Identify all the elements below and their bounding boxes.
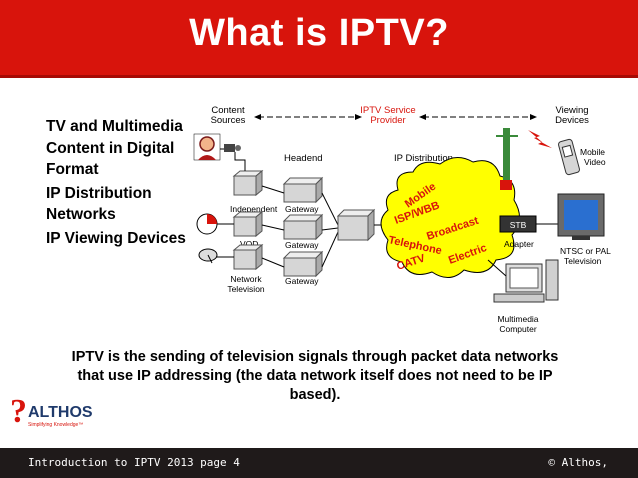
headend-router (336, 208, 376, 242)
footer-left-text: Introduction to IPTV 2013 page 4 (28, 456, 240, 469)
camera-icon (224, 144, 241, 152)
bullet-list: TV and Multimedia Content in Digital For… (46, 116, 186, 251)
title-bar: What is IPTV? (0, 0, 638, 78)
gateway-2 (282, 213, 324, 241)
footer-copyright: © Althos, (548, 456, 608, 469)
stb-box: STB (499, 215, 537, 233)
label-gateway-2: Gateway (285, 240, 319, 250)
label-headend: Headend (284, 153, 323, 164)
satellite-dish-icon (198, 248, 218, 264)
gateway-3 (282, 250, 324, 278)
label-gateway-3: Gateway (285, 276, 319, 286)
svg-text:?: ? (10, 393, 27, 430)
footer-bar: Introduction to IPTV 2013 page 4 © Altho… (0, 448, 638, 478)
person-icon (193, 133, 221, 161)
cell-tower-icon (496, 128, 518, 190)
bullet-viewing-devices: IP Viewing Devices (46, 229, 186, 247)
source-box-vod (232, 210, 264, 238)
althos-logo: ? ALTHOS Simplifying Knowledge™ (10, 393, 93, 430)
definition-paragraph: IPTV is the sending of television signal… (71, 349, 559, 403)
wireless-signal-icon (528, 130, 552, 148)
mobile-phone-icon (558, 138, 580, 176)
slide-title: What is IPTV? (189, 12, 449, 54)
network-cloud (380, 157, 520, 278)
bullet-content: TV and Multimedia Content in Digital For… (46, 118, 183, 178)
label-adapter: Adapter (504, 239, 534, 249)
clock-icon (196, 213, 218, 235)
logo-tagline: Simplifying Knowledge™ (28, 422, 83, 428)
source-box-network (232, 243, 264, 271)
computer-icon (493, 259, 559, 303)
gateway-1 (282, 176, 324, 204)
label-independent: Independent (230, 204, 278, 214)
label-stb: STB (510, 220, 527, 230)
label-vod: VOD (240, 239, 258, 249)
label-ip-distribution: IP Distribution (394, 153, 453, 164)
source-box-independent (232, 169, 264, 197)
label-gateway-1: Gateway (285, 204, 319, 214)
bullet-ip-distribution: IP Distribution Networks (46, 184, 152, 224)
logo-name: ALTHOS (28, 404, 93, 421)
television-icon (557, 193, 605, 240)
